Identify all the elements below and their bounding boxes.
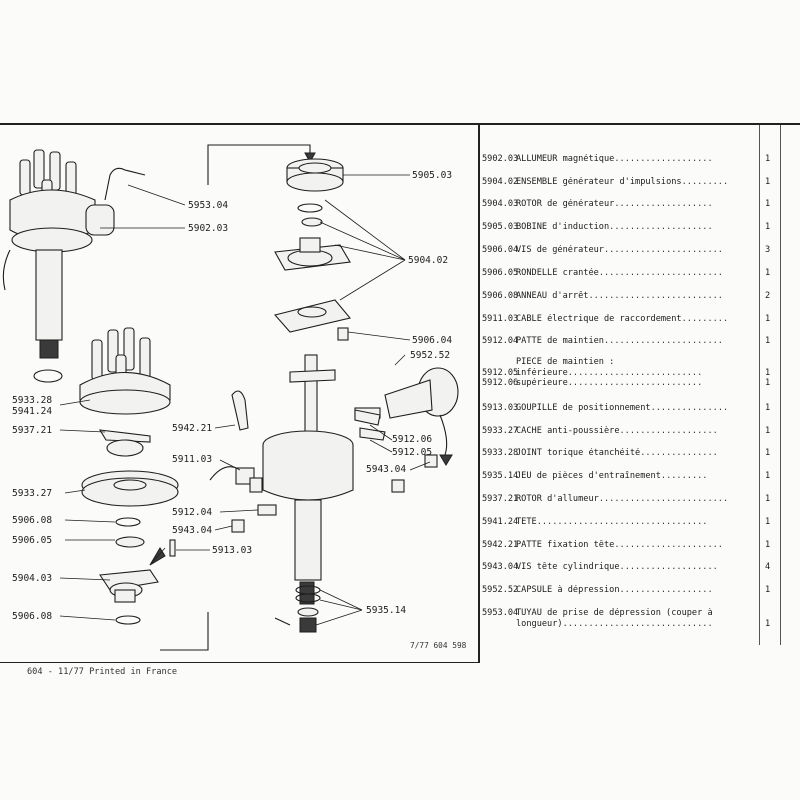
callout-5904-02: 5904.02 <box>408 255 448 266</box>
callout-5913-03: 5913.03 <box>212 545 252 556</box>
pulse-generator <box>274 237 351 271</box>
reference-code: 7/77 604 598 <box>410 641 467 650</box>
dust-cover <box>81 470 179 507</box>
vacuum-capsule <box>354 367 459 466</box>
rotor <box>98 429 151 457</box>
callout-5933-28: 5933.28 <box>12 395 52 406</box>
distributor-housing <box>262 430 354 605</box>
column-divider <box>478 123 480 663</box>
screw-5943-04-b <box>231 519 245 533</box>
screw-5906-04 <box>337 327 349 341</box>
footer-print-info: 604 - 11/77 Printed in France <box>27 667 178 677</box>
generator-base <box>273 299 351 333</box>
shaft <box>289 354 336 436</box>
callout-5912-04: 5912.04 <box>172 507 212 518</box>
clip-5942-21 <box>231 390 249 431</box>
callout-5933-27: 5933.27 <box>12 488 52 499</box>
exploded-diagram: 5953.04 5902.03 5905.03 5904.02 5906.04 … <box>2 144 459 651</box>
ring-5906-08-b <box>115 615 141 625</box>
callout-5943-04-b: 5943.04 <box>172 525 212 536</box>
drive-parts <box>274 585 321 633</box>
callout-5906-08-b: 5906.08 <box>12 611 52 622</box>
patte-5912-04 <box>257 504 277 516</box>
callout-5952-52: 5952.52 <box>410 350 450 361</box>
assembly-bracket <box>207 144 300 185</box>
pin-5913-03 <box>169 539 176 557</box>
top-arrow-head <box>304 152 316 164</box>
callout-5906-05: 5906.05 <box>12 535 52 546</box>
callout-5937-21: 5937.21 <box>12 425 52 436</box>
callout-5935-14: 5935.14 <box>366 605 406 616</box>
ring-5906-08-a <box>115 517 141 527</box>
callout-5912-05: 5912.05 <box>392 447 432 458</box>
bottom-rule <box>0 662 480 664</box>
top-rule <box>0 123 800 125</box>
distributor-assembly <box>2 149 146 383</box>
right-edge-line <box>780 125 781 645</box>
callout-5941-24: 5941.24 <box>12 406 52 417</box>
callout-5906-08-a: 5906.08 <box>12 515 52 526</box>
callout-5906-04: 5906.04 <box>412 335 452 346</box>
induction-coil <box>286 158 344 192</box>
top-arrow <box>300 144 311 155</box>
callout-5942-21: 5942.21 <box>172 423 212 434</box>
cable-5911-03 <box>209 466 263 493</box>
callout-5912-06: 5912.06 <box>392 434 432 445</box>
callout-5902-03: 5902.03 <box>188 223 228 234</box>
rotor-generator-left <box>99 569 159 603</box>
washer-5906-05 <box>115 536 145 548</box>
callout-5953-04: 5953.04 <box>188 200 228 211</box>
distributor-cap <box>79 327 171 415</box>
qty-column-line <box>759 125 760 645</box>
callout-5904-03: 5904.03 <box>12 573 52 584</box>
callout-5943-04-a: 5943.04 <box>366 464 406 475</box>
screw-5943-04-a <box>391 454 438 493</box>
callout-5911-03: 5911.03 <box>172 454 212 465</box>
assembly-bracket-bottom <box>160 612 209 651</box>
callout-5905-03: 5905.03 <box>412 170 452 181</box>
